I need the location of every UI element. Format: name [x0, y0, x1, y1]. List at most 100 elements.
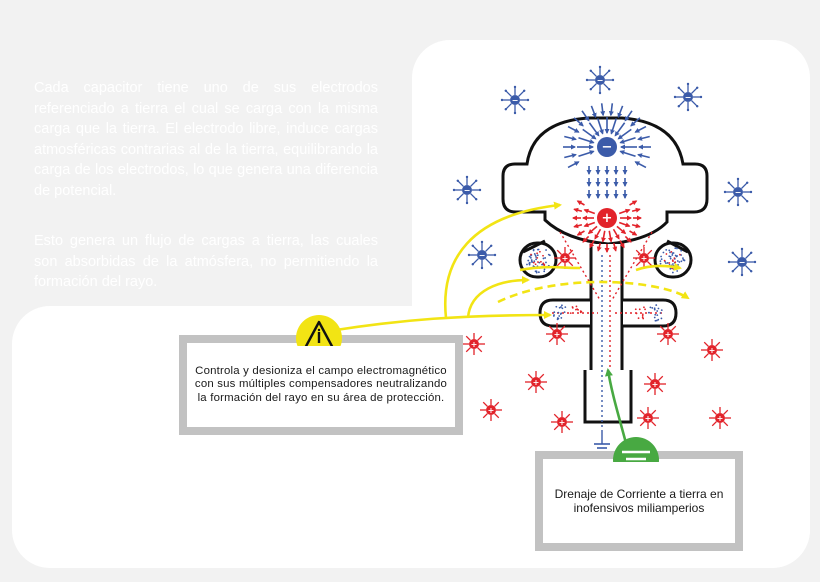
svg-text:+: + — [641, 254, 648, 263]
field-arrow — [608, 103, 614, 117]
svg-text:−: − — [479, 251, 486, 260]
svg-text:+: + — [652, 380, 659, 389]
field-arrow — [594, 228, 602, 240]
field-arrow — [616, 225, 627, 235]
field-arrow — [573, 117, 584, 127]
positive-charge-particle: + — [463, 333, 485, 355]
field-arrow — [612, 242, 618, 252]
positive-charge-particle: + — [554, 247, 576, 269]
free-electrode-negative-charge: − — [597, 137, 617, 157]
field-arrow — [617, 105, 624, 119]
negative-charge-particle: − — [452, 175, 482, 205]
svg-text:+: + — [645, 414, 652, 423]
field-arrow — [634, 161, 647, 169]
svg-text:+: + — [533, 378, 540, 387]
field-arrow — [588, 122, 600, 137]
field-arrow — [618, 221, 631, 228]
positive-charge-particle: + — [633, 247, 655, 269]
protection-callout: Controla y desioniza el campo electromag… — [190, 346, 452, 424]
field-arrow — [629, 230, 638, 236]
field-arrow — [573, 223, 583, 229]
svg-text:−: − — [512, 96, 519, 105]
field-arrow — [576, 200, 585, 206]
svg-text:−: − — [464, 186, 471, 195]
intro-paragraph-2: Esto genera un flujo de cargas a tierra,… — [34, 233, 378, 290]
svg-text:+: + — [602, 211, 613, 226]
field-arrow — [564, 153, 577, 159]
field-arrow — [610, 118, 618, 135]
svg-text:+: + — [562, 254, 569, 263]
device-head — [501, 116, 709, 246]
field-arrow — [608, 230, 613, 243]
field-arrow — [619, 150, 636, 158]
positive-charge-particle: + — [551, 411, 573, 433]
protection-callout-text: Controla y desioniza el campo electromag… — [194, 364, 448, 404]
field-arrow — [582, 235, 590, 243]
negative-charge-particle: − — [727, 247, 757, 277]
field-arrow — [582, 128, 597, 140]
field-arrow — [583, 221, 596, 228]
field-arrow — [634, 125, 647, 133]
field-arrow — [578, 136, 595, 144]
field-arrow — [583, 208, 596, 215]
svg-text:+: + — [709, 346, 716, 355]
induction-arrows — [335, 201, 690, 332]
field-arrow — [631, 223, 641, 229]
field-arrow — [573, 207, 583, 213]
field-arrow — [624, 110, 633, 122]
drain-callout-text: Drenaje de Corriente a tierra en inofens… — [554, 487, 724, 515]
svg-text:+: + — [554, 330, 561, 339]
field-arrow — [612, 228, 620, 240]
svg-text:+: + — [488, 406, 495, 415]
positive-charge-particle: + — [701, 339, 723, 361]
field-arrow — [618, 208, 631, 215]
current-drain-lines — [552, 231, 664, 444]
positive-charge-particle: + — [637, 407, 659, 429]
field-arrow — [587, 225, 598, 235]
negative-charge-particle: − — [723, 177, 753, 207]
intro-paragraph-1: Cada capacitor tiene uno de sus electrod… — [34, 80, 378, 199]
field-arrow — [601, 230, 606, 243]
negative-charge-particle: − — [467, 240, 497, 270]
field-arrow — [596, 242, 602, 252]
svg-text:−: − — [597, 76, 604, 85]
field-arrow — [567, 125, 580, 133]
field-arrow — [578, 150, 595, 158]
field-arrow — [629, 200, 638, 206]
field-arrow — [589, 240, 595, 249]
positive-charge-particle: + — [480, 399, 502, 421]
charge-particle-group: − − − − − − − + + + + + + + + + + + + — [452, 65, 757, 433]
drain-arrow — [604, 368, 629, 448]
field-arrow — [581, 110, 590, 122]
field-arrow — [564, 135, 577, 141]
field-arrow — [617, 128, 632, 140]
positive-charge-particle: + — [644, 373, 666, 395]
field-arrow — [624, 235, 632, 243]
svg-text:+: + — [717, 414, 724, 423]
field-arrow — [630, 117, 641, 127]
field-arrow — [619, 240, 625, 249]
field-arrow — [614, 122, 626, 137]
positive-charge-particle: + — [709, 407, 731, 429]
compensator-dots — [526, 247, 686, 322]
field-arrow — [590, 105, 597, 119]
drain-callout: Drenaje de Corriente a tierra en inofens… — [546, 462, 732, 540]
negative-charge-particle: − — [673, 82, 703, 112]
svg-text:−: − — [739, 258, 746, 267]
svg-text:−: − — [685, 93, 692, 102]
field-arrow — [637, 135, 650, 141]
positive-charge-particle: + — [546, 323, 568, 345]
field-arrow — [619, 136, 636, 144]
svg-text:+: + — [559, 418, 566, 427]
positive-charge-particle: + — [657, 323, 679, 345]
field-arrow — [637, 153, 650, 159]
field-arrow — [596, 118, 604, 135]
field-arrow — [576, 230, 585, 236]
negative-charge-particle: − — [585, 65, 615, 95]
positive-charge-particle: + — [525, 371, 547, 393]
svg-text:−: − — [735, 188, 742, 197]
negative-charge-particle: − — [500, 85, 530, 115]
field-arrow — [567, 161, 580, 169]
field-arrow — [631, 207, 641, 213]
grounded-electrode-positive-charge: + — [597, 208, 617, 228]
